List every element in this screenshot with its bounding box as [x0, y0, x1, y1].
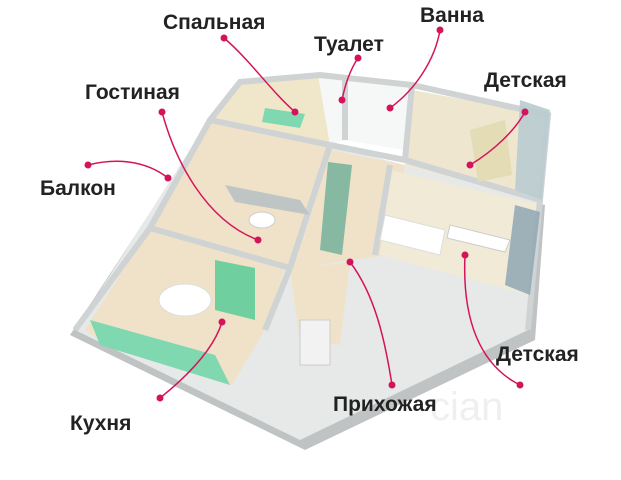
callout-dot-balcony-end: [164, 174, 172, 182]
label-kids-room-top: Детская: [484, 69, 567, 92]
callout-line-toilet: [341, 57, 359, 101]
callout-dots: [84, 26, 529, 402]
kids-room-wallpaper: [515, 100, 550, 200]
callout-dot-kids-bottom-end: [461, 251, 469, 259]
toilet-floor: [318, 75, 345, 145]
watermark: cian: [430, 385, 503, 429]
label-bedroom: Спальная: [163, 11, 266, 34]
bath-floor: [345, 75, 412, 150]
callout-dot-hall-end: [346, 258, 354, 266]
hall-wardrobe: [320, 162, 352, 255]
walls: [72, 71, 552, 332]
kids-bed: [379, 214, 446, 256]
kids-desk: [446, 224, 511, 253]
callout-lines: [87, 29, 526, 399]
label-living-room: Гостиная: [85, 81, 180, 104]
callout-dot-hall: [388, 381, 396, 389]
callout-dot-living: [158, 108, 166, 116]
kitchen-table: [158, 283, 212, 317]
coffee-table: [248, 211, 276, 229]
label-balcony: Балкон: [40, 177, 116, 200]
callout-dot-bath: [436, 26, 444, 34]
callout-dot-kitchen-end: [218, 318, 226, 326]
kitchen-cabinet: [215, 260, 255, 320]
kitchen-counter: [90, 320, 230, 385]
callout-dot-kids-top-end: [466, 161, 474, 169]
label-kitchen: Кухня: [70, 412, 132, 435]
kids-room-bottom-wallpaper: [505, 205, 540, 295]
callout-dot-bath-end: [386, 104, 394, 112]
label-hall: Прихожая: [333, 393, 437, 416]
callout-dot-kids-bottom: [516, 381, 524, 389]
callout-line-kitchen: [159, 321, 223, 399]
callout-line-kids-bottom: [463, 254, 521, 386]
callout-dot-balcony: [84, 161, 92, 169]
callout-dot-kitchen: [156, 394, 164, 402]
sofa: [225, 185, 310, 215]
entry-door: [299, 319, 331, 366]
callout-line-kids-top: [469, 111, 526, 166]
callout-line-balcony: [87, 160, 169, 179]
label-toilet: Туалет: [314, 33, 384, 56]
label-kids-room-bottom: Детская: [496, 343, 579, 366]
callout-line-bedroom: [223, 37, 296, 113]
callout-line-bath: [389, 29, 441, 109]
callout-dot-toilet-end: [338, 96, 346, 104]
callout-dot-bedroom-end: [291, 108, 299, 116]
label-bath: Ванна: [420, 4, 484, 27]
callout-dot-bedroom: [220, 34, 228, 42]
callout-dot-kids-top: [521, 108, 529, 116]
callout-dot-living-end: [254, 236, 262, 244]
callout-dot-toilet: [354, 54, 362, 62]
callout-line-living: [161, 111, 259, 241]
callout-line-hall: [349, 261, 393, 386]
